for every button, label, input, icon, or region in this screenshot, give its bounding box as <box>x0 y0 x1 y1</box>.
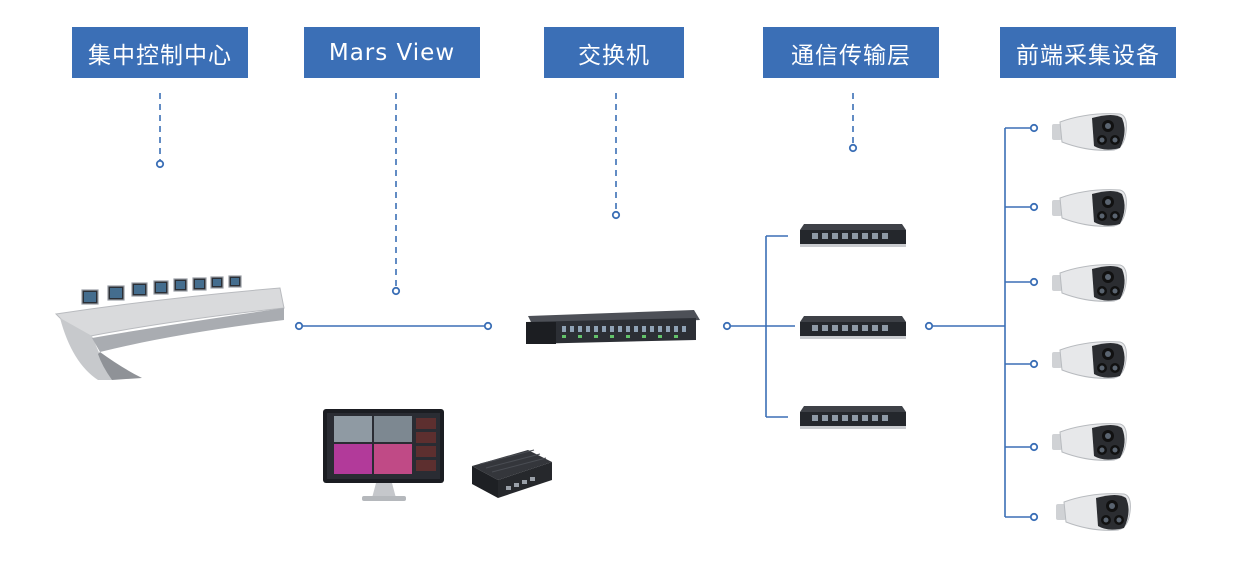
header-control-center: 集中控制中心 <box>72 27 248 78</box>
transport-switch-1-image <box>800 224 906 247</box>
header-frontend-devices: 前端采集设备 <box>1000 27 1176 78</box>
node-transport-out <box>924 321 934 331</box>
node-camera-3 <box>1029 277 1039 287</box>
node-camera-4 <box>1029 359 1039 369</box>
camera-4-image <box>1052 341 1127 379</box>
node-control-center <box>155 159 165 169</box>
node-camera-2 <box>1029 202 1039 212</box>
camera-6-image <box>1056 493 1131 531</box>
header-mars-view: Mars View <box>304 27 480 78</box>
header-switch: 交换机 <box>544 27 684 78</box>
camera-1-image <box>1052 113 1127 151</box>
header-mars-view-label: Mars View <box>328 39 456 66</box>
mini-pc-image <box>472 449 552 498</box>
header-transport-label: 通信传输层 <box>791 42 911 69</box>
mars-view-monitor-image <box>323 409 444 501</box>
node-switch <box>611 210 621 220</box>
rack-switch-image <box>526 310 700 344</box>
node-transport <box>848 143 858 153</box>
control-center-console-image <box>54 275 285 380</box>
header-switch-label: 交换机 <box>578 42 650 69</box>
node-mars-view <box>391 286 401 296</box>
camera-5-image <box>1052 423 1127 461</box>
node-switch-out <box>722 321 732 331</box>
node-camera-1 <box>1029 123 1039 133</box>
node-camera-6 <box>1029 512 1039 522</box>
node-control-out <box>294 321 304 331</box>
transport-switch-3-image <box>800 406 906 429</box>
node-switch-in <box>483 321 493 331</box>
node-camera-5 <box>1029 442 1039 452</box>
transport-switch-2-image <box>800 316 906 339</box>
camera-2-image <box>1052 189 1127 227</box>
header-frontend-label: 前端采集设备 <box>1016 42 1160 69</box>
header-control-center-label: 集中控制中心 <box>88 42 232 69</box>
header-transport-layer: 通信传输层 <box>763 27 939 78</box>
camera-3-image <box>1052 264 1127 302</box>
